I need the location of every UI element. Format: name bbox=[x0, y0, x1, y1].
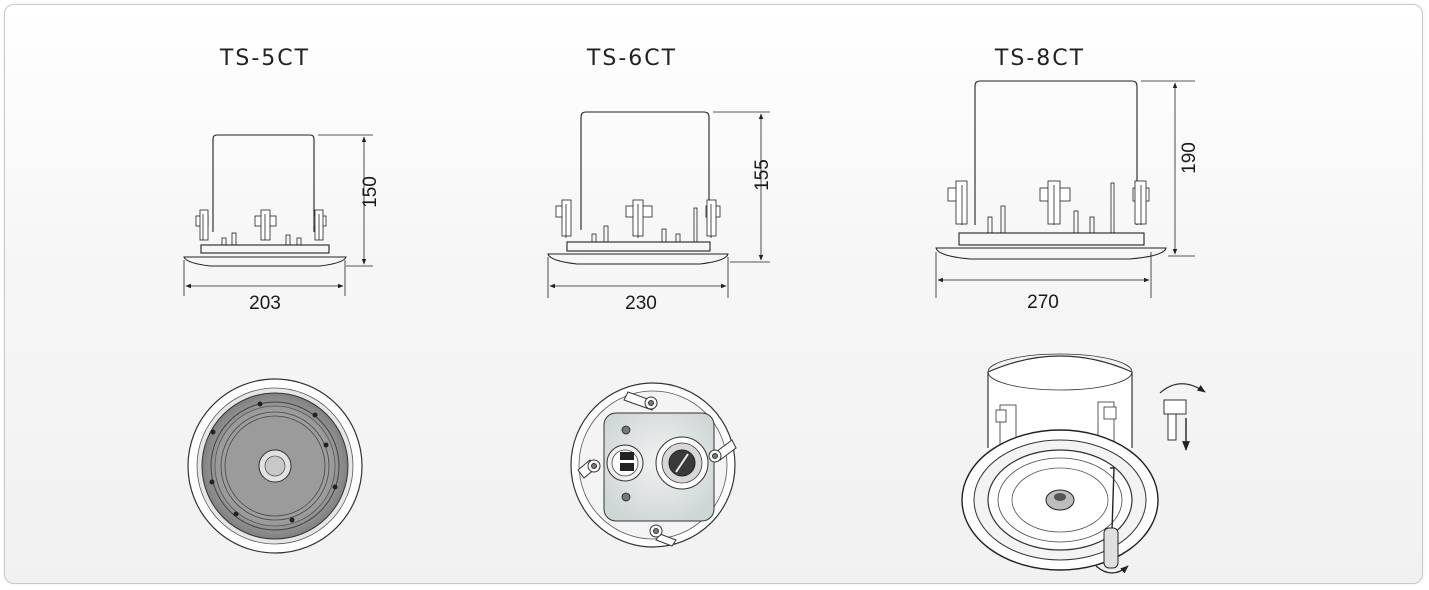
ts8ct-install-view bbox=[961, 353, 1206, 574]
height-ts8ct: 190 bbox=[1179, 142, 1200, 174]
width-ts8ct: 270 bbox=[1027, 292, 1059, 313]
ts6ct-side-view bbox=[547, 111, 770, 298]
ts5ct-front-view bbox=[187, 378, 363, 554]
ts8ct-side-view bbox=[935, 80, 1195, 298]
height-ts6ct: 155 bbox=[752, 159, 773, 191]
ts5ct-side-view bbox=[183, 134, 373, 296]
width-ts5ct: 203 bbox=[249, 293, 281, 314]
model-title-ts8ct: TS-8CT bbox=[994, 46, 1085, 71]
height-ts5ct: 150 bbox=[360, 176, 381, 208]
model-title-ts5ct: TS-5CT bbox=[219, 46, 310, 71]
width-ts6ct: 230 bbox=[625, 293, 657, 314]
model-title-ts6ct: TS-6CT bbox=[586, 46, 677, 71]
ts6ct-front-view bbox=[570, 382, 737, 548]
